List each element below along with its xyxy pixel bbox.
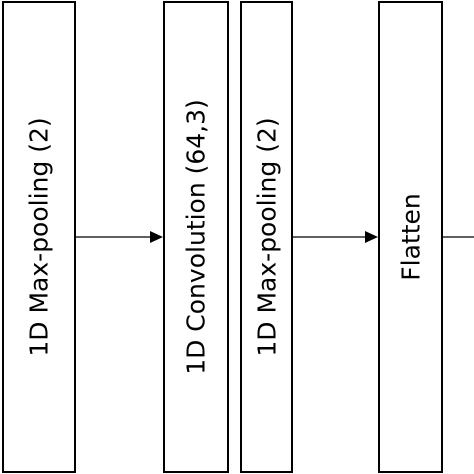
block-maxpool-1: 1D Max-pooling (2) <box>2 1 76 473</box>
block-maxpool-2: 1D Max-pooling (2) <box>240 1 293 473</box>
arrow-maxpool2-to-flatten-head <box>365 231 378 243</box>
block-conv-2: 1D Convolution (64,3) <box>163 1 229 473</box>
arrow-maxpool1-to-conv2-head <box>150 231 163 243</box>
